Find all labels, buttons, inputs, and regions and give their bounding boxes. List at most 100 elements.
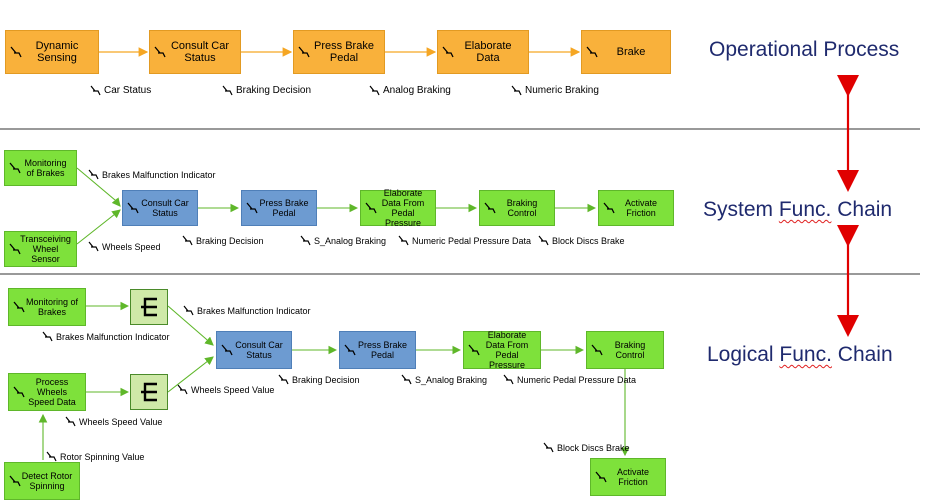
function-icon: [468, 344, 480, 356]
switch-node-brakes-malfunction[interactable]: [130, 289, 168, 325]
op-node-brake[interactable]: Brake: [581, 30, 671, 74]
function-icon: [9, 475, 21, 487]
node-label: Elaborate Data: [464, 40, 512, 64]
sys-node-elaborate-data[interactable]: Elaborate Data From Pedal Pressure: [360, 188, 436, 228]
node-label: Monitoring of Brakes: [24, 158, 67, 178]
sys-node-braking-control[interactable]: Braking Control: [479, 190, 555, 226]
exchange-icon: [398, 235, 409, 246]
node-label: Press Brake Pedal: [314, 40, 374, 64]
exchange-icon: [183, 305, 194, 316]
log-flow-brakes-malfunction-2: [167, 305, 214, 346]
node-label: Transceiving Wheel Sensor: [20, 234, 71, 264]
node-label: Braking Control: [506, 198, 538, 218]
op-edge-label-numeric-braking[interactable]: Numeric Braking: [511, 85, 599, 96]
exchange-icon: [543, 442, 554, 453]
sys-edge-label-block-discs-brake[interactable]: Block Discs Brake: [538, 235, 625, 246]
node-label: Brake: [616, 46, 646, 58]
sys-node-activate-friction[interactable]: Activate Friction: [598, 190, 674, 226]
op-node-elaborate-data[interactable]: Elaborate Data: [437, 30, 529, 74]
exchange-icon: [300, 235, 311, 246]
node-label: Process Wheels Speed Data: [28, 377, 76, 407]
log-edge-label-s-analog-braking[interactable]: S_Analog Braking: [401, 374, 487, 385]
function-icon: [586, 46, 598, 58]
exchange-icon: [182, 235, 193, 246]
log-edge-label-wheels-speed-value-1[interactable]: Wheels Speed Value: [65, 416, 162, 427]
exchange-icon: [177, 384, 188, 395]
function-icon: [365, 202, 377, 214]
node-label: Consult Car Status: [141, 198, 189, 218]
log-edge-label-braking-decision[interactable]: Braking Decision: [278, 374, 360, 385]
op-node-consult-car-status[interactable]: Consult Car Status: [149, 30, 241, 74]
function-icon: [221, 344, 233, 356]
exchange-icon: [538, 235, 549, 246]
log-edge-label-wheels-speed-value-2[interactable]: Wheels Speed Value: [177, 384, 274, 395]
log-node-consult-car-status[interactable]: Consult Car Status: [216, 331, 292, 369]
sys-node-monitoring-of-brakes[interactable]: Monitoring of Brakes: [4, 150, 77, 186]
switch-icon: [141, 382, 157, 402]
sys-edge-label-s-analog-braking[interactable]: S_Analog Braking: [300, 235, 386, 246]
sys-edge-label-numeric-pedal-pressure[interactable]: Numeric Pedal Pressure Data: [398, 235, 531, 246]
op-edge-label-car-status[interactable]: Car Status: [90, 85, 151, 96]
node-label: Activate Friction: [624, 198, 657, 218]
log-node-elaborate-data[interactable]: Elaborate Data From Pedal Pressure: [463, 330, 541, 370]
exchange-icon: [401, 374, 412, 385]
log-node-braking-control[interactable]: Braking Control: [586, 331, 664, 369]
log-edge-label-brakes-malfunction-2[interactable]: Brakes Malfunction Indicator: [183, 305, 311, 316]
exchange-icon: [90, 85, 101, 96]
function-icon: [591, 344, 603, 356]
lane-title-system-func-chain: System Func. Chain: [703, 198, 893, 221]
op-edge-label-analog-braking[interactable]: Analog Braking: [369, 85, 451, 96]
sys-flow-brakes-malfunction: [76, 167, 121, 207]
log-edge-label-numeric-pedal-pressure[interactable]: Numeric Pedal Pressure Data: [503, 374, 636, 385]
exchange-icon: [222, 85, 233, 96]
function-icon: [127, 202, 139, 214]
sys-edge-label-wheels-speed[interactable]: Wheels Speed: [88, 241, 161, 252]
log-edge-label-rotor-spinning-value[interactable]: Rotor Spinning Value: [46, 451, 144, 462]
log-node-press-brake-pedal[interactable]: Press Brake Pedal: [339, 331, 416, 369]
node-label: Elaborate Data From Pedal Pressure: [381, 188, 425, 228]
log-edge-label-block-discs-brake[interactable]: Block Discs Brake: [543, 442, 630, 453]
sys-flow-wheels-speed: [76, 209, 121, 245]
op-node-press-brake-pedal[interactable]: Press Brake Pedal: [293, 30, 385, 74]
log-flow-wheels-speed-2: [167, 356, 214, 393]
log-node-process-wheels-speed-data[interactable]: Process Wheels Speed Data: [8, 373, 86, 411]
function-icon: [9, 243, 21, 255]
exchange-icon: [503, 374, 514, 385]
function-icon: [344, 344, 356, 356]
log-node-activate-friction[interactable]: Activate Friction: [590, 458, 666, 496]
exchange-icon: [88, 169, 99, 180]
lane-title-operational-process: Operational Process: [709, 38, 900, 61]
sys-edge-label-brakes-malfunction[interactable]: Brakes Malfunction Indicator: [88, 169, 216, 180]
op-node-dynamic-sensing[interactable]: Dynamic Sensing: [5, 30, 99, 74]
function-icon: [154, 46, 166, 58]
function-icon: [484, 202, 496, 214]
function-icon: [10, 46, 22, 58]
exchange-icon: [278, 374, 289, 385]
log-node-monitoring-of-brakes[interactable]: Monitoring of Brakes: [8, 288, 86, 326]
exchange-icon: [369, 85, 380, 96]
exchange-icon: [42, 331, 53, 342]
switch-icon: [141, 297, 157, 317]
switch-node-wheels-speed[interactable]: [130, 374, 168, 410]
node-label: Monitoring of Brakes: [25, 297, 79, 317]
op-edge-label-braking-decision[interactable]: Braking Decision: [222, 85, 311, 96]
function-icon: [442, 46, 454, 58]
sys-node-consult-car-status[interactable]: Consult Car Status: [122, 190, 198, 226]
log-node-detect-rotor-spinning[interactable]: Detect Rotor Spinning: [4, 462, 80, 500]
function-icon: [13, 301, 25, 313]
node-label: Elaborate Data From Pedal Pressure: [485, 330, 529, 370]
log-edge-label-brakes-malfunction-1[interactable]: Brakes Malfunction Indicator: [42, 331, 170, 342]
node-label: Braking Control: [614, 340, 646, 360]
sys-node-transceiving-wheel-sensor[interactable]: Transceiving Wheel Sensor: [4, 231, 77, 267]
node-label: Detect Rotor Spinning: [21, 471, 73, 491]
node-label: Consult Car Status: [235, 340, 283, 360]
node-label: Consult Car Status: [170, 40, 230, 64]
sys-edge-label-braking-decision[interactable]: Braking Decision: [182, 235, 264, 246]
function-icon: [595, 471, 607, 483]
exchange-icon: [511, 85, 522, 96]
node-label: Press Brake Pedal: [357, 340, 408, 360]
sys-node-press-brake-pedal[interactable]: Press Brake Pedal: [241, 190, 317, 226]
node-label: Dynamic Sensing: [35, 40, 79, 64]
